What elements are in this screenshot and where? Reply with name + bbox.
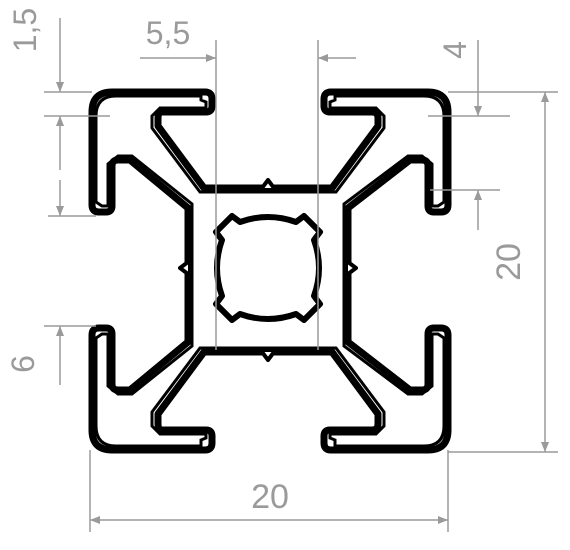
dim-height: 20 <box>490 243 528 281</box>
dim-groove: 6 <box>5 355 41 373</box>
dim-width: 20 <box>251 478 289 516</box>
dim-slot-width: 5,5 <box>146 15 190 51</box>
notch-top <box>260 178 276 190</box>
profile-wall <box>94 94 446 448</box>
channel-notches <box>178 178 358 362</box>
notch-left <box>178 260 190 276</box>
center-bore <box>213 213 323 323</box>
dimension-lines <box>44 18 558 532</box>
center-bore-contour <box>213 213 323 323</box>
dimension-labels: 1,5 5,5 4 20 20 6 <box>5 8 528 516</box>
notch-right <box>346 260 358 276</box>
dim-slot-depth: 1,5 <box>7 8 43 52</box>
notch-bottom <box>260 350 276 362</box>
dim-lip: 4 <box>437 41 473 59</box>
